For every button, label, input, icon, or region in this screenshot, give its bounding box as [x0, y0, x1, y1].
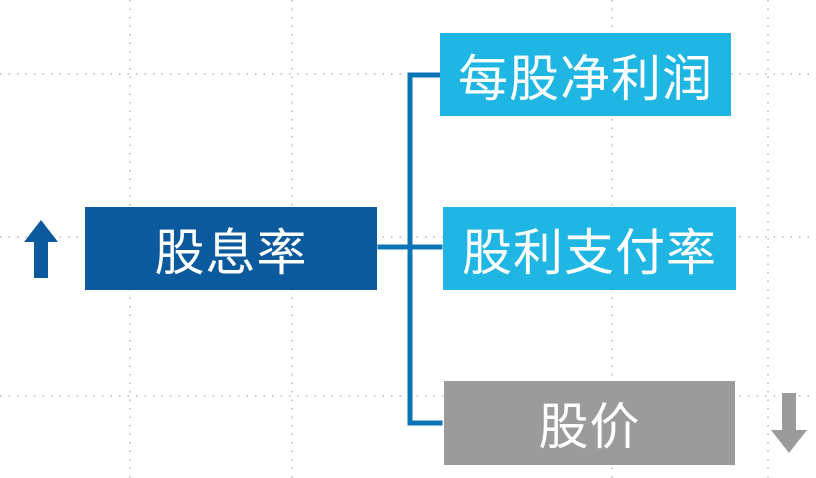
payout-ratio-label: 股利支付率 [462, 223, 717, 282]
down-arrow-icon [771, 393, 807, 453]
stock-price-label: 股价 [538, 398, 641, 456]
payout-ratio-node: 股利支付率 [443, 207, 736, 290]
dividend-yield-node: 股息率 [85, 207, 377, 290]
dividend-yield-label: 股息率 [154, 223, 308, 282]
eps-node: 每股净利润 [440, 33, 731, 116]
up-arrow-icon [24, 220, 58, 278]
stock-price-node: 股价 [444, 381, 735, 465]
eps-label: 每股净利润 [458, 49, 713, 108]
